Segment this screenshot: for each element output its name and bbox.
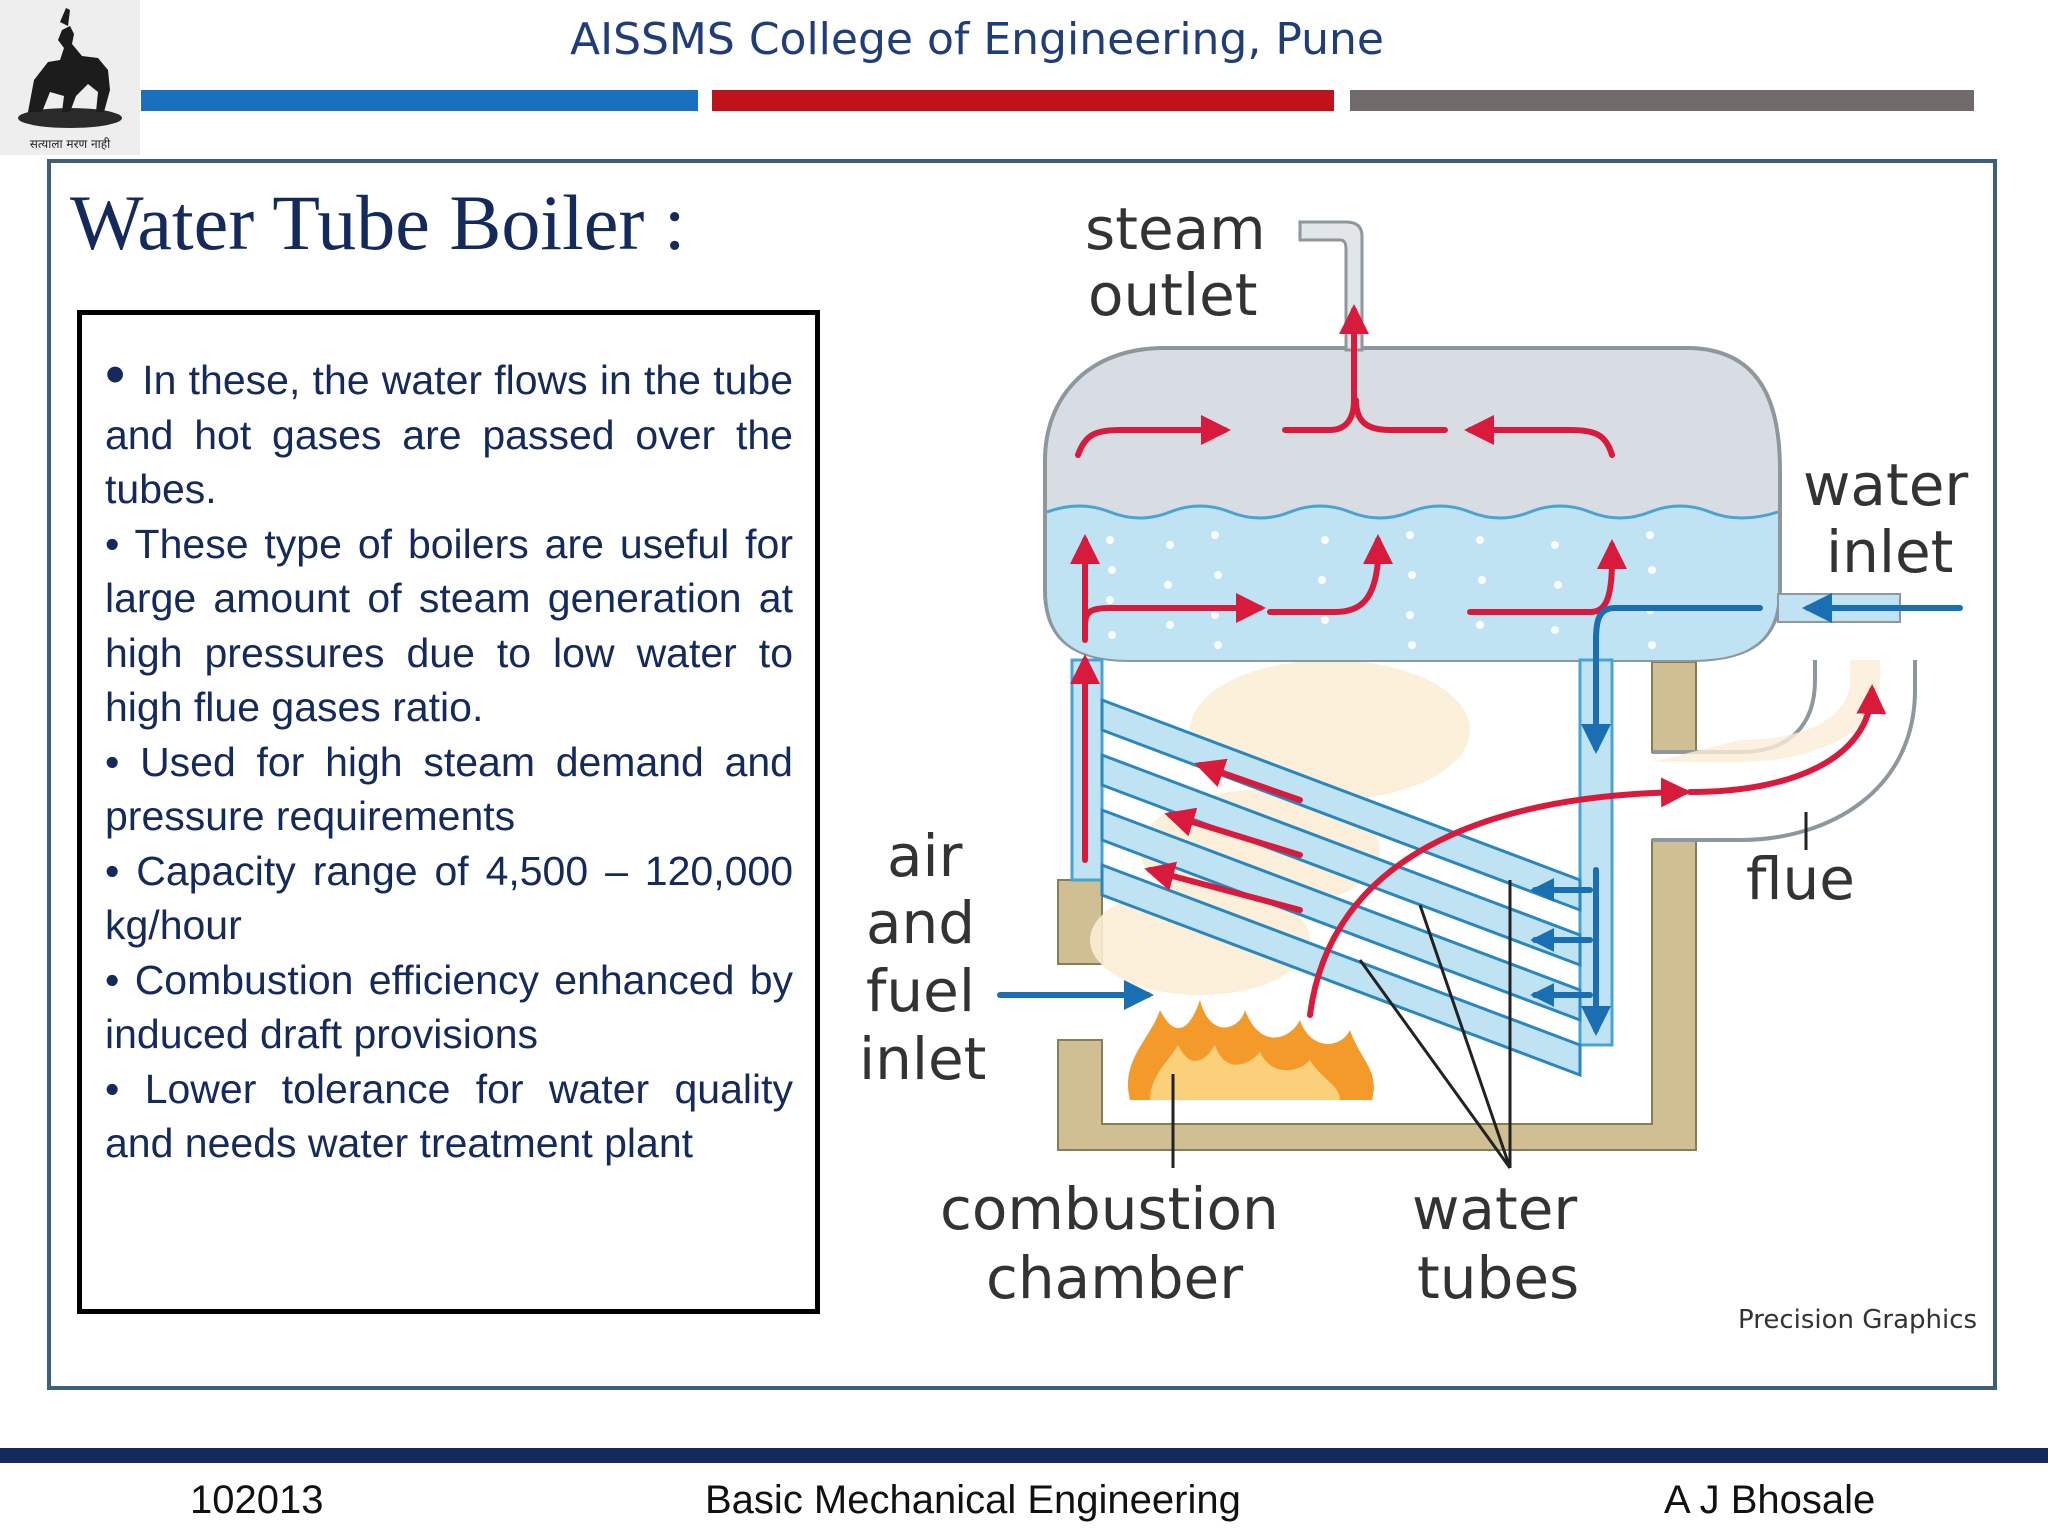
footer-bar xyxy=(0,1448,2048,1463)
logo-motto: सत्याला मरण नाही xyxy=(30,137,111,151)
bullet-text: In these, the water flows in the tube an… xyxy=(105,357,793,512)
label-water-inlet-1: water xyxy=(1803,451,1969,519)
header-stripe-blue xyxy=(141,90,698,111)
bullet-text: Combustion efficiency enhanced by induce… xyxy=(105,956,794,1058)
label-air-fuel-2: and xyxy=(866,889,976,957)
label-leaders xyxy=(1171,812,1808,1169)
college-logo: सत्याला मरण नाही xyxy=(0,0,140,155)
boiler-diagram xyxy=(840,180,2000,1350)
label-air-fuel-3: fuel xyxy=(866,957,975,1025)
steam-flow-arrows xyxy=(1070,304,1887,1018)
label-combustion-2: chamber xyxy=(986,1244,1244,1312)
bullet-text: These type of boilers are useful for lar… xyxy=(105,520,793,731)
bullet-item: • In these, the water flows in the tube … xyxy=(105,346,793,517)
label-steam-outlet-2: outlet xyxy=(1088,261,1258,329)
bullet-box: • In these, the water flows in the tube … xyxy=(77,310,820,1314)
label-air-fuel-4: inlet xyxy=(859,1025,987,1093)
bullet-item: • Lower tolerance for water quality and … xyxy=(105,1065,793,1167)
downcomer-header xyxy=(1578,658,1614,1047)
bullet-text: Lower tolerance for water quality and ne… xyxy=(105,1065,793,1167)
footer-subject: Basic Mechanical Engineering xyxy=(705,1478,1241,1522)
content-frame xyxy=(47,159,1997,1390)
bullet-item: • Used for high steam demand and pressur… xyxy=(105,738,793,840)
bullet-dot-icon: • xyxy=(105,342,143,407)
label-flue: flue xyxy=(1746,845,1855,913)
label-steam-outlet-1: steam xyxy=(1085,195,1266,263)
slide-title: Water Tube Boiler : xyxy=(70,179,686,266)
bullet-text: Used for high steam demand and pressure … xyxy=(105,738,793,840)
header-stripe-gray xyxy=(1350,90,1974,111)
footer-course-code: 102013 xyxy=(190,1478,324,1522)
bullet-item: • Combustion efficiency enhanced by indu… xyxy=(105,956,794,1058)
flame-icon xyxy=(1127,1000,1374,1100)
bullet-item: • These type of boilers are useful for l… xyxy=(105,520,793,731)
bullet-text: Capacity range of 4,500 – 120,000 kg/hou… xyxy=(105,847,793,949)
college-name: AISSMS College of Engineering, Pune xyxy=(570,14,1384,65)
diagram-credit: Precision Graphics xyxy=(1738,1305,1978,1335)
water-flow-arrows xyxy=(997,593,1963,1036)
steam-drum xyxy=(1043,346,1782,662)
statue-logo-icon: सत्याला मरण नाही xyxy=(0,0,140,155)
label-air-fuel-1: air xyxy=(887,822,963,890)
label-water-tubes-2: tubes xyxy=(1417,1244,1580,1312)
bullet-item: • Capacity range of 4,500 – 120,000 kg/h… xyxy=(105,847,793,949)
water-tube-boiler-illustration xyxy=(997,220,1963,1169)
label-water-inlet-2: inlet xyxy=(1826,518,1954,586)
label-combustion-1: combustion xyxy=(940,1175,1279,1243)
header-stripe-red xyxy=(712,90,1334,111)
footer-author: A J Bhosale xyxy=(1664,1478,1876,1522)
label-water-tubes-1: water xyxy=(1412,1175,1578,1243)
furnace-wall xyxy=(1057,661,1697,1151)
